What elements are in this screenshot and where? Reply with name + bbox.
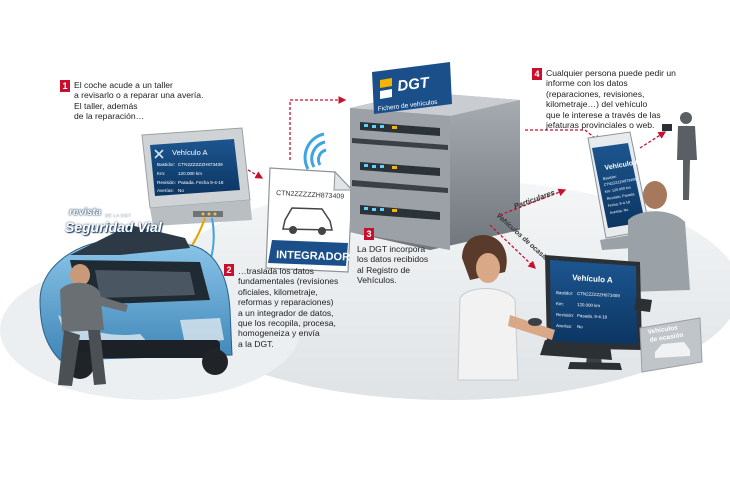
flow-arrow-integrador-to-dgt — [289, 96, 347, 160]
logo-line2: DE LA DGT — [105, 213, 132, 218]
wifi-icon — [303, 132, 327, 170]
magazine-logo: revista DE LA DGT Seguridad Vial — [63, 205, 181, 245]
workshop-row-label: Bastidor: — [157, 162, 175, 167]
flow-arrow-terminal-to-integrador — [247, 169, 264, 179]
step-number-3: 3 — [364, 228, 374, 240]
wrench-icon — [154, 149, 164, 159]
step-1-text: El coche acude a un taller a revisarlo o… — [74, 80, 203, 122]
workshop-row-value: No — [178, 188, 184, 193]
workshop-row-label: Revisión: — [157, 180, 176, 185]
workshop-row-value: 120.000 km — [178, 171, 202, 176]
monitor-row-label: Revisión: — [556, 312, 574, 318]
mouse — [528, 318, 542, 326]
integrador-label: INTEGRADOR — [276, 249, 350, 264]
server-rack — [350, 92, 520, 250]
monitor — [545, 255, 642, 370]
monitor-row-value: Pasada. 9-4-18 — [577, 313, 608, 320]
monitor-screen-title: Vehículo A — [572, 273, 613, 285]
step-3-line: La DGT incorpora — [357, 244, 426, 254]
workshop-row-label: Km: — [157, 171, 165, 176]
step-2-line: que los recopila, procesa, — [238, 318, 336, 329]
step-1-line: a revisarlo o a reparar una avería. — [74, 90, 204, 101]
sale-sign — [639, 317, 703, 373]
dgt-logo-text: DGT — [396, 74, 431, 95]
step-3-line: al Registro de — [357, 264, 411, 275]
workshop-row-label: Averías: — [157, 188, 174, 193]
step-1-line: El taller, además — [74, 100, 138, 111]
monitor-row-label: Km: — [556, 301, 564, 306]
step-4-text: Cualquier persona puede pedir un informe… — [546, 68, 676, 130]
flow-arrow-ocasion — [489, 224, 536, 269]
step-4-line: (reparaciones, revisiones, — [546, 88, 645, 99]
monitor-row-value: No — [577, 324, 583, 329]
step-3-text: La DGT incorpora los datos recibidos al … — [357, 244, 428, 286]
step-4-line: jefaturas provinciales o web. — [546, 120, 655, 131]
dgt-sign — [372, 62, 452, 114]
monitor-row-label: Averías: — [556, 323, 572, 329]
person-silhouette — [662, 112, 697, 200]
flow-arrow-phone-to-person — [639, 131, 667, 149]
monitor-row-label: Bastidor: — [556, 290, 574, 296]
step-4-line: informe con los datos — [546, 78, 628, 89]
step-4-line: kilometraje…) del vehículo — [546, 99, 648, 110]
step-number-2: 2 — [224, 264, 234, 276]
workshop-screen-title: Vehículo A — [172, 148, 207, 157]
car-icon — [282, 207, 333, 235]
phone-line: Revisión: Pasada — [606, 192, 634, 201]
mechanic — [58, 264, 128, 386]
keyboard — [540, 340, 612, 360]
step-2-line: a la DGT. — [238, 338, 274, 349]
step-number-1: 1 — [60, 80, 70, 92]
step-2-line: oficiales, kilometraje, — [238, 286, 318, 297]
step-4-line: que le interese a través de las — [546, 109, 661, 120]
phone-line: Fecha: 9-4-18 — [607, 200, 630, 208]
step-2-line: fundamentales (revisiones — [238, 276, 339, 287]
phone-screen-lines: Bastidor: CTN2ZZZZH873409 Km: 120.000 km… — [602, 175, 636, 215]
integrador-code: CTN2ZZZZZH873409 — [276, 190, 344, 201]
logo-line3: Seguridad Vial — [65, 219, 162, 235]
step-3-line: los datos recibidos — [357, 254, 429, 265]
workshop-row-value: CTN2ZZZZZH873409 — [178, 162, 223, 167]
flow-arrow-particulares — [499, 188, 567, 216]
monitor-row-value: 120.000 km — [577, 302, 601, 308]
sale-sign-line1: Vehículos — [647, 324, 678, 336]
monitor-row-value: CTN2ZZZZZH873409 — [577, 291, 620, 298]
logo-line1: revista — [69, 207, 102, 218]
monitor-screen-rows: Bastidor: CTN2ZZZZZH873409 Km: 120.000 k… — [556, 290, 620, 329]
desk-phone — [634, 298, 652, 312]
step-3-line: Vehículos. — [357, 275, 397, 286]
phone-line: Km: 120.000 km — [604, 186, 630, 194]
phone-line: CTN2ZZZZH873409 — [603, 177, 636, 187]
integrador-document — [265, 167, 354, 273]
step-2-line: reformas y reparaciones) — [238, 297, 334, 308]
man-figure — [600, 181, 690, 292]
phone — [587, 131, 651, 239]
step-2-line: …traslada los datos — [238, 266, 314, 276]
step-2-line: a un integrador de datos, — [238, 307, 334, 318]
step-number-4: 4 — [532, 68, 542, 80]
step-1-line: de la reparación… — [74, 111, 145, 122]
step-1-line: El coche acude a un taller — [74, 80, 173, 90]
woman-figure — [457, 234, 555, 381]
phone-line: Bastidor: — [602, 175, 617, 181]
workshop-terminal — [141, 127, 252, 226]
phone-line: Averías: No — [609, 208, 628, 215]
step-4-line: Cualquier persona puede pedir un — [546, 68, 676, 78]
workshop-row-value: Pasada. Fecha 9-4-18 — [178, 180, 224, 185]
step-2-line: homogeneiza y envía — [238, 328, 320, 339]
workshop-screen-rows: Bastidor: CTN2ZZZZZH873409 Km: 120.000 k… — [157, 162, 224, 193]
step-2-text: …traslada los datos fundamentales (revis… — [238, 266, 338, 349]
